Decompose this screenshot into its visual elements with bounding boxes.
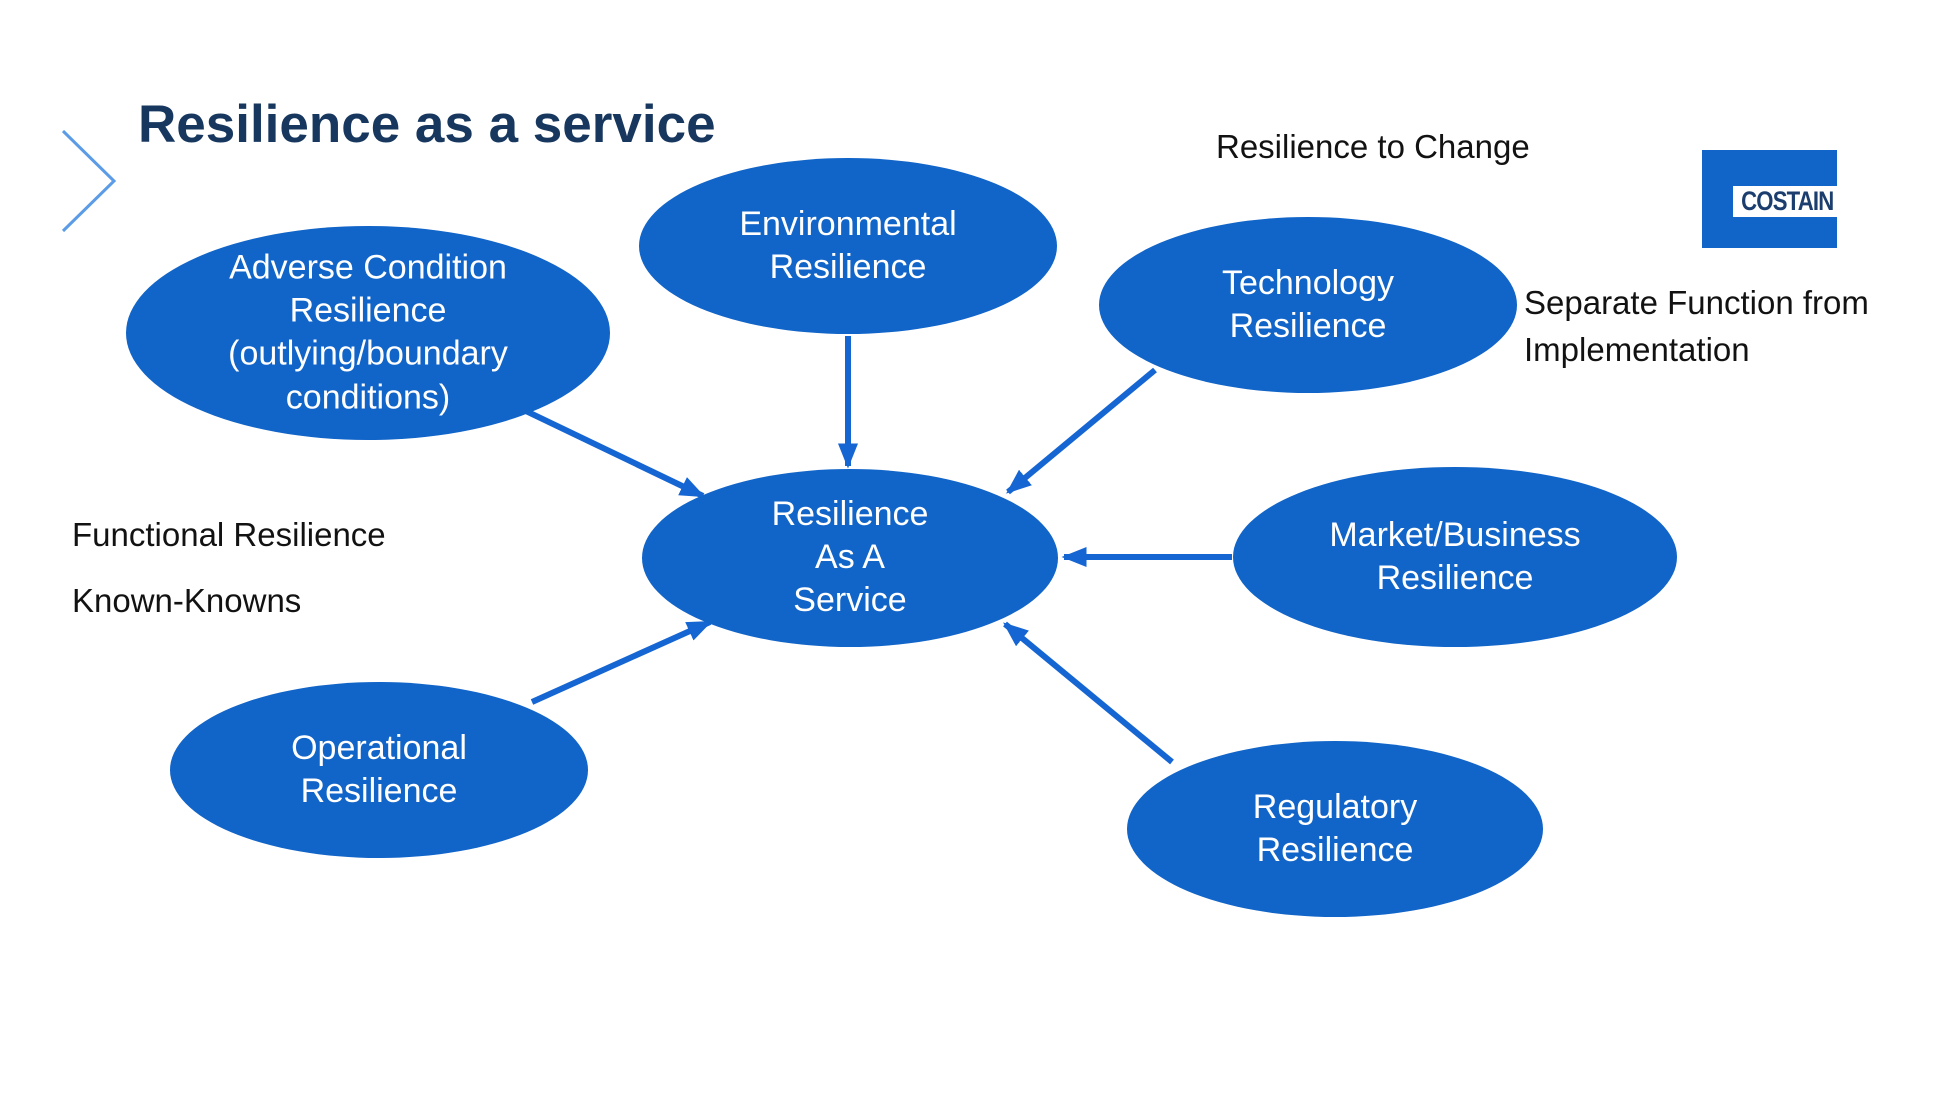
- node-label-regulatory: Regulatory Resilience: [1252, 787, 1418, 869]
- annotation-resilience-to-change: Resilience to Change: [1216, 128, 1530, 165]
- costain-logo-band: COSTAIN: [1733, 186, 1841, 217]
- node-label-technology: Technology Resilience: [1221, 263, 1395, 345]
- node-technology: [1099, 217, 1517, 393]
- annotation-functional-resilience: Functional Resilience: [72, 516, 386, 553]
- node-market-business: [1233, 467, 1677, 647]
- arrow-adverse-to-center: [503, 398, 706, 499]
- costain-logo-text: COSTAIN: [1740, 186, 1834, 216]
- node-adverse-condition: [126, 226, 610, 440]
- arrow-regulatory-to-center: [1003, 621, 1174, 765]
- page-title: Resilience as a service: [138, 95, 716, 154]
- node-label-center: Resilience As A Service: [771, 495, 929, 620]
- arrow-operational-to-center: [530, 619, 713, 705]
- annotation-known-knowns: Known-Knowns: [72, 582, 302, 619]
- node-center-resilience-as-a-service: [642, 469, 1058, 647]
- arrow-technology-to-center: [1006, 367, 1157, 495]
- node-label-environmental: Environmental Resilience: [739, 204, 957, 286]
- node-operational: [170, 682, 588, 858]
- annotation-separate-function: Separate Function from Implementation: [1524, 284, 1869, 368]
- chevron-right-icon: [61, 129, 117, 233]
- node-label-market-business: Market/Business Resilience: [1329, 515, 1581, 597]
- node-environmental: [639, 158, 1057, 334]
- costain-logo: COSTAIN: [1702, 150, 1841, 248]
- node-label-operational: Operational Resilience: [291, 728, 467, 810]
- node-regulatory: [1127, 741, 1543, 917]
- node-label-adverse-condition: Adverse Condition Resilience (outlying/b…: [228, 248, 508, 417]
